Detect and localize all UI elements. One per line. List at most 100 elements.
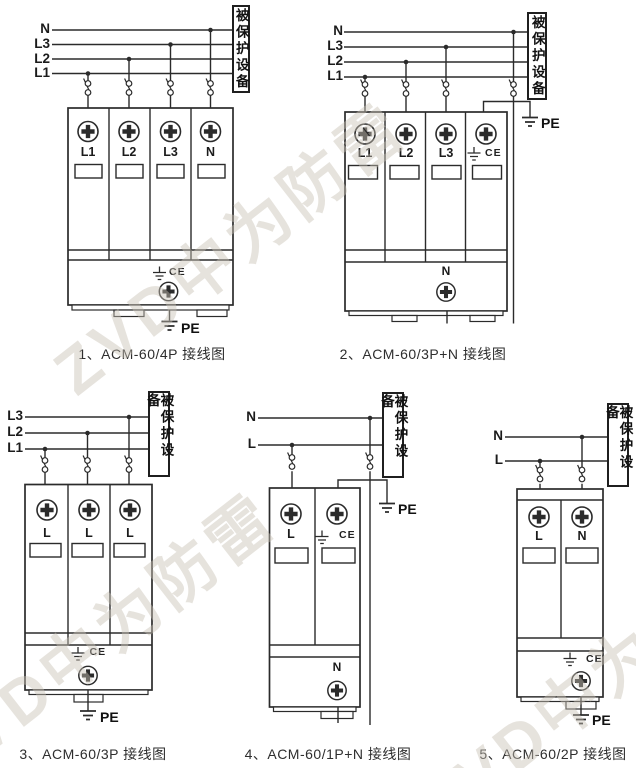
terminal-label: L3 (438, 146, 454, 160)
protected-equipment-box: 被保护设备 (527, 12, 547, 100)
supply-line-label: N (246, 409, 256, 424)
pe-wire (482, 100, 531, 117)
terminal-label: L2 (121, 145, 137, 159)
din-base (272, 706, 357, 713)
junction-dot (289, 442, 295, 448)
module-window (156, 163, 185, 179)
bottom-terminal-label: N (441, 264, 451, 278)
module-window (197, 163, 226, 179)
drop-wires (291, 418, 371, 488)
module-dividers (384, 112, 467, 262)
earth-ground-icon (378, 502, 396, 513)
supply-line-label: L (494, 452, 503, 467)
supply-line-label: L2 (327, 53, 343, 68)
junction-dot (42, 446, 48, 452)
earth-ground-icon (160, 320, 179, 331)
screw-terminal-icon (396, 124, 416, 144)
disconnector-icon (82, 77, 92, 97)
terminal-label: L3 (163, 145, 178, 159)
drop-wires (364, 32, 515, 112)
diagram-3-wiring (24, 414, 153, 721)
supply-line-label: N (333, 23, 343, 38)
junction-dot (168, 42, 173, 47)
module-dividers (67, 484, 111, 645)
ce-mark: CE (485, 147, 502, 159)
junction-dot (367, 415, 373, 421)
terminal-label: L2 (398, 146, 414, 160)
neutral-screw-icon (328, 681, 346, 699)
diagram-5-wiring (505, 434, 607, 725)
supply-line-label: L3 (327, 38, 343, 53)
module-window (29, 542, 62, 558)
pe-screw-icon (159, 282, 177, 300)
earth-ground-icon (521, 116, 539, 127)
disconnector-icon (508, 78, 517, 98)
supply-line-label: L2 (34, 50, 50, 66)
diagram-caption: 4、ACM-60/1P+N 接线图 (244, 746, 412, 762)
terminal-label: L (535, 529, 543, 543)
din-base (348, 310, 504, 317)
ce-mark: CE (169, 266, 186, 278)
disconnector-icon (39, 454, 49, 473)
junction-dot (208, 27, 213, 33)
junction-dot (362, 74, 368, 80)
neutral-screw-icon (437, 283, 455, 301)
module-dividers (108, 108, 192, 260)
pe-label: PE (181, 320, 200, 336)
screw-terminal-icon (79, 500, 99, 520)
supply-line-label: L2 (7, 424, 23, 439)
module-window (389, 164, 420, 180)
supply-lines (505, 436, 607, 462)
disconnector-icon (576, 464, 586, 483)
junction-dot (511, 29, 516, 35)
drop-wires (539, 437, 583, 489)
module-window (115, 163, 144, 179)
disconnector-icon (364, 451, 374, 470)
din-clip (469, 314, 496, 323)
junction-dot (126, 56, 132, 62)
module-window (113, 542, 146, 558)
din-clip (391, 314, 418, 323)
screw-terminal-icon (37, 500, 57, 520)
divider-band (68, 249, 233, 261)
din-base (71, 304, 230, 311)
divider-band (517, 637, 603, 652)
pe-label: PE (398, 501, 417, 517)
disconnector-icon (123, 454, 133, 473)
disconnector-icon (123, 77, 133, 97)
junction-dot (403, 59, 409, 65)
screw-terminal-icon (119, 122, 139, 142)
supply-lines (344, 31, 527, 78)
module-window (471, 164, 503, 180)
pe-screw-icon (572, 672, 590, 690)
disconnector-icon (534, 464, 544, 483)
module-window (431, 164, 462, 180)
diagram-caption: 5、ACM-60/2P 接线图 (479, 746, 627, 762)
screw-terminal-icon (436, 124, 456, 144)
terminal-label: L (287, 527, 295, 541)
module-window (522, 547, 556, 564)
terminal-label: L (43, 526, 51, 540)
disconnector-icon (205, 77, 215, 97)
bottom-terminal-label: N (332, 660, 342, 674)
supply-line-label: N (493, 428, 503, 443)
junction-dot (579, 434, 585, 440)
diagram-2-wiring (344, 29, 539, 324)
junction-dot (443, 44, 449, 50)
earth-ground-icon (79, 710, 97, 721)
screw-terminal-icon (355, 124, 375, 144)
screw-terminal-icon (327, 504, 347, 524)
junction-dot (85, 430, 90, 436)
earth-ground-icon (572, 714, 590, 725)
din-clip (320, 710, 354, 720)
terminal-label: N (577, 529, 587, 543)
terminal-label: L1 (80, 145, 96, 159)
diagram-caption: 1、ACM-60/4P 接线图 (78, 346, 226, 362)
diagram-1-wiring (52, 27, 234, 331)
pe-screw-icon (79, 666, 97, 684)
divider-band (345, 249, 507, 263)
supply-line-label: L3 (34, 36, 50, 51)
drop-wires (44, 417, 130, 485)
